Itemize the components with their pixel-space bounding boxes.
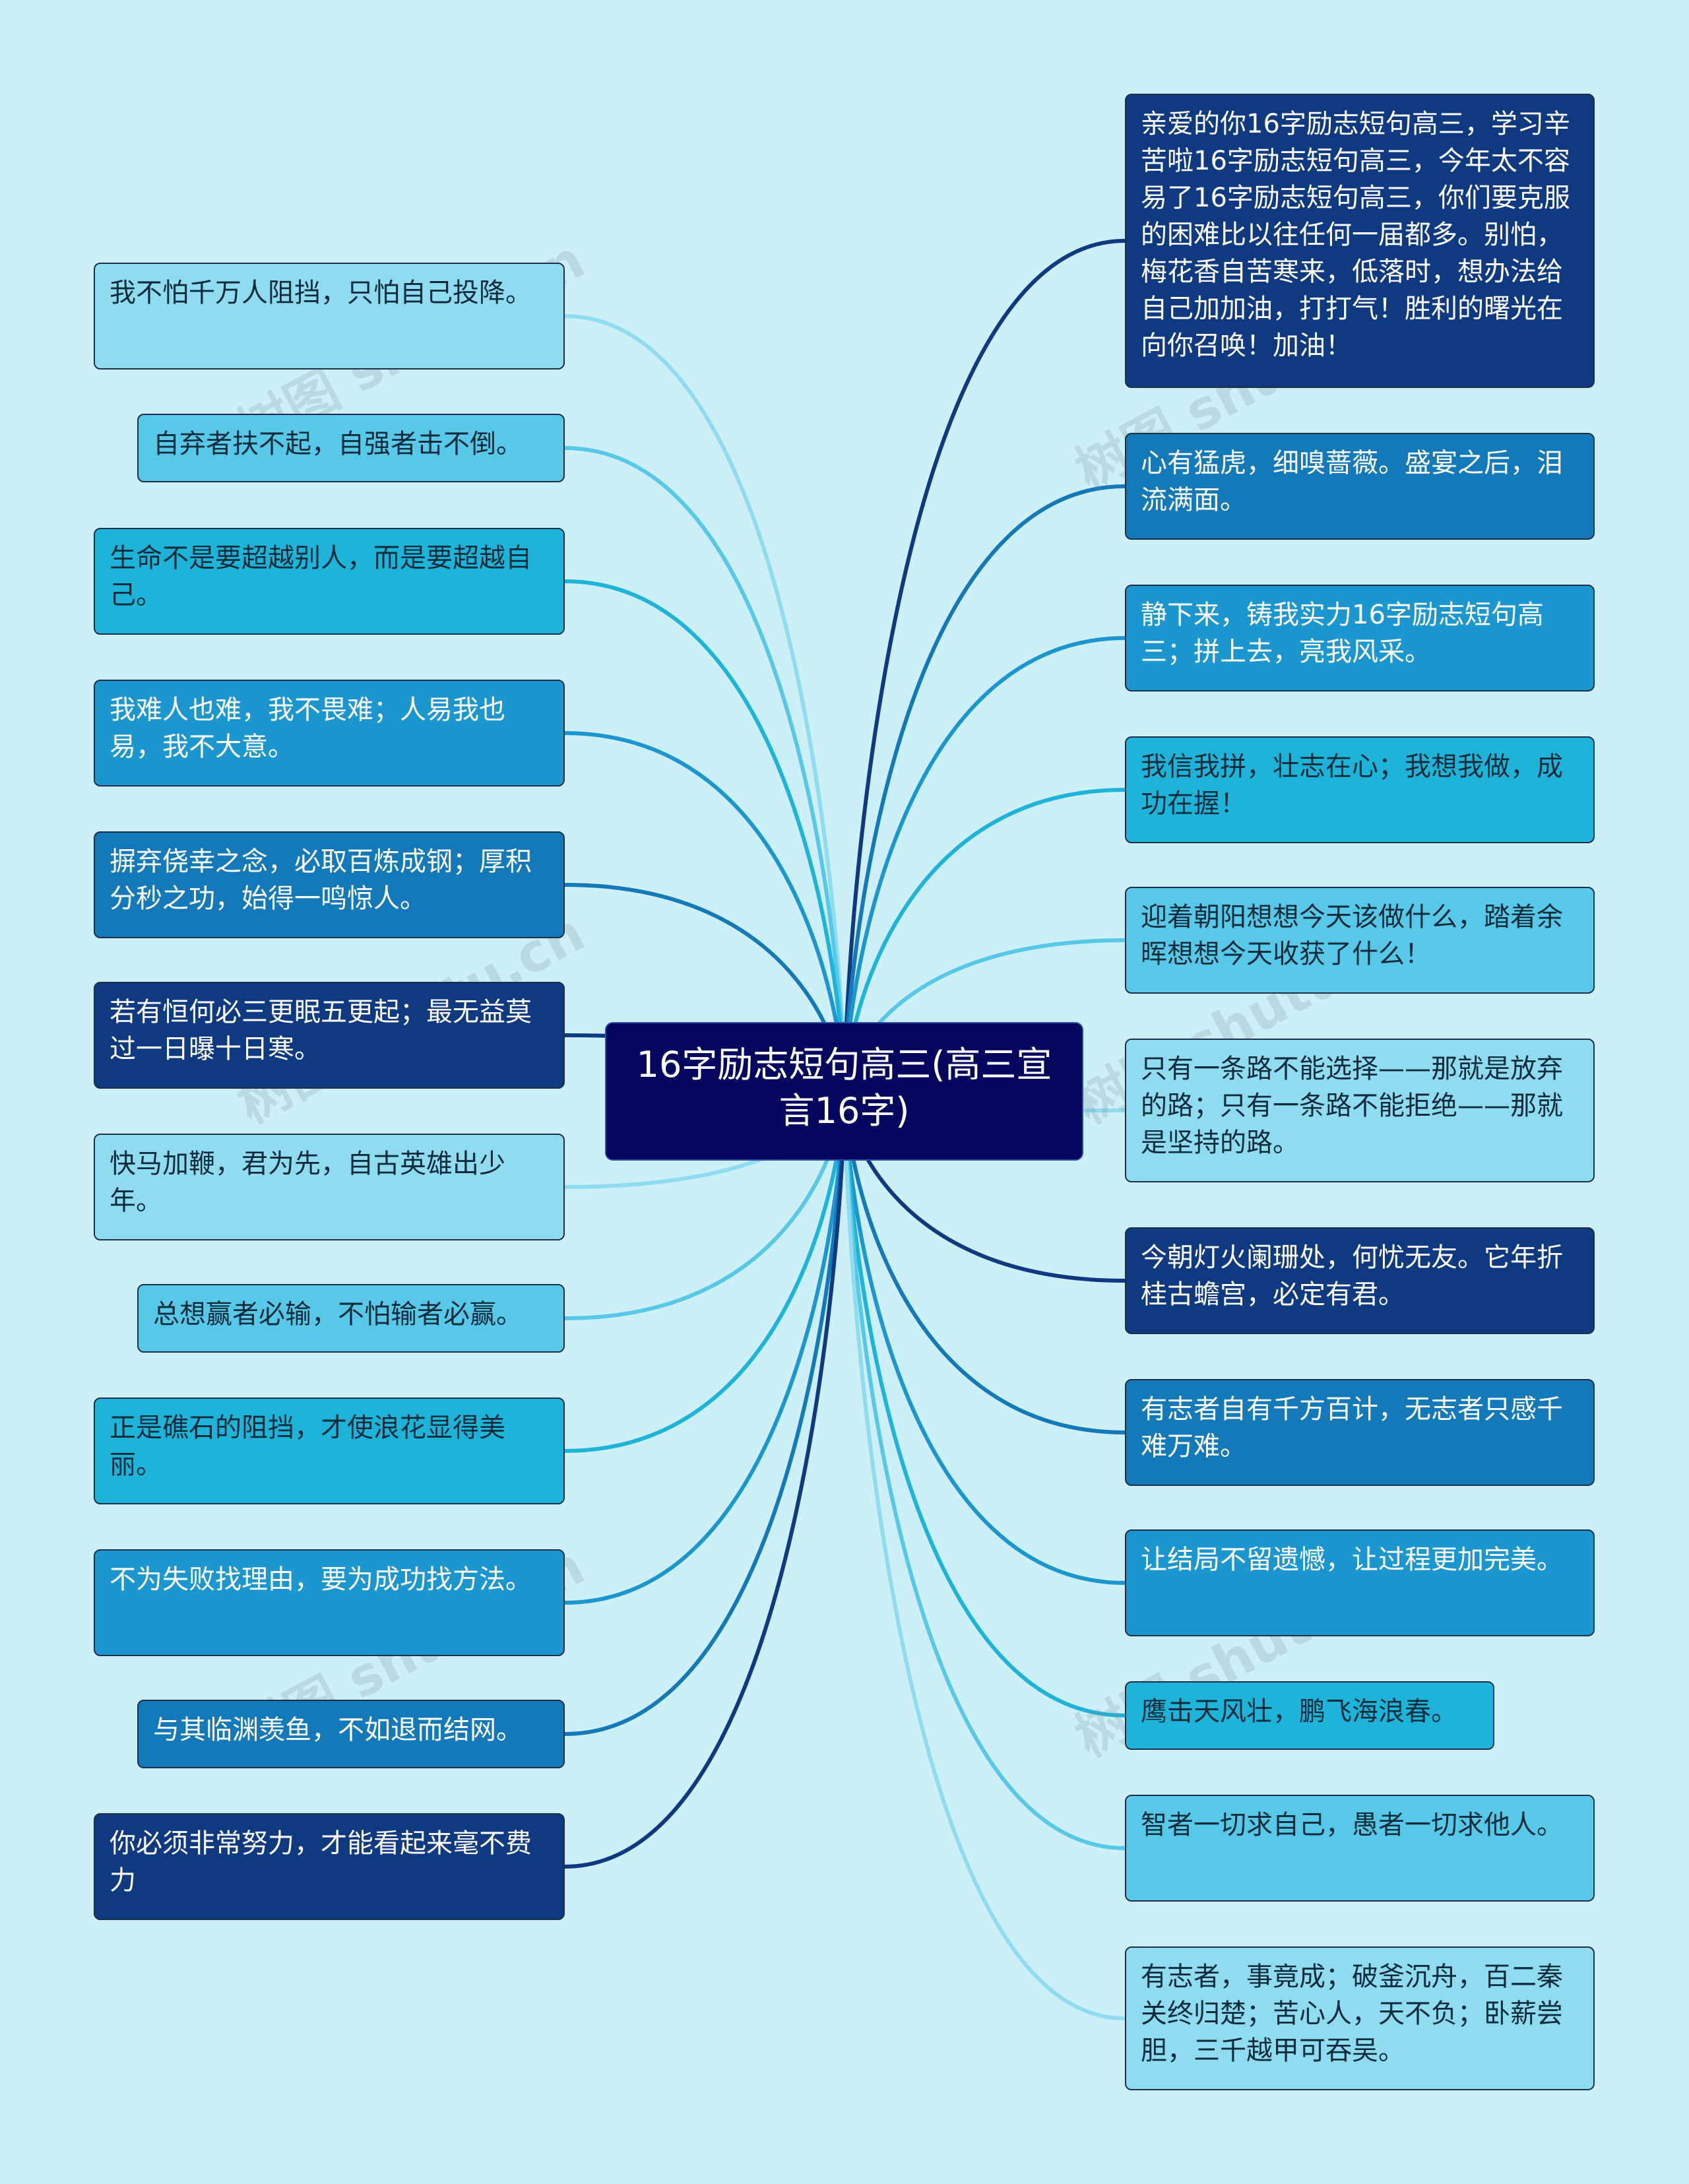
branch-node[interactable]: 你必须非常努力，才能看起来毫不费力 (94, 1813, 565, 1920)
branch-node[interactable]: 自弃者扶不起，自强者击不倒。 (137, 414, 565, 482)
branch-node[interactable]: 今朝灯火阑珊处，何忧无友。它年折桂古蟾宫，必定有君。 (1125, 1227, 1595, 1334)
branch-node[interactable]: 与其临渊羡鱼，不如退而结网。 (137, 1700, 565, 1768)
branch-node[interactable]: 有志者，事竟成；破釜沉舟，百二秦关终归楚；苦心人，天不负；卧薪尝胆，三千越甲可吞… (1125, 1946, 1595, 2090)
connector-line (563, 446, 846, 1093)
connector-line (843, 1089, 1127, 2020)
branch-node[interactable]: 有志者自有千方百计，无志者只感千难万难。 (1125, 1379, 1595, 1486)
branch-node[interactable]: 只有一条路不能选择——那就是放弃的路；只有一条路不能拒绝——那就是坚持的路。 (1125, 1039, 1595, 1182)
branch-node[interactable]: 亲爱的你16字励志短句高三，学习辛苦啦16字励志短句高三，今年太不容易了16字励… (1125, 94, 1595, 388)
connector-line (843, 484, 1127, 1093)
branch-node[interactable]: 智者一切求自己，愚者一切求他人。 (1125, 1795, 1595, 1902)
connector-line (843, 1089, 1127, 1585)
branch-node[interactable]: 我不怕千万人阻挡，只怕自己投降。 (94, 263, 565, 369)
branch-node[interactable]: 我信我拼，壮志在心；我想我做，成功在握！ (1125, 736, 1595, 843)
connector-line (563, 314, 846, 1093)
branch-node[interactable]: 静下来，铸我实力16字励志短句高三；拼上去，亮我风采。 (1125, 585, 1595, 691)
connector-line (563, 579, 846, 1093)
branch-node[interactable]: 我难人也难，我不畏难；人易我也易，我不大意。 (94, 680, 565, 787)
central-topic[interactable]: 16字励志短句高三(高三宣言16字) (605, 1022, 1083, 1161)
branch-node[interactable]: 让结局不留遗憾，让过程更加完美。 (1125, 1529, 1595, 1636)
branch-node[interactable]: 心有猛虎，细嗅蔷薇。盛宴之后，泪流满面。 (1125, 433, 1595, 540)
branch-node[interactable]: 鹰击天风壮，鹏飞海浪春。 (1125, 1681, 1494, 1750)
connector-line (843, 239, 1127, 1093)
branch-node[interactable]: 迎着朝阳想想今天该做什么，踏着余晖想想今天收获了什么！ (1125, 887, 1595, 994)
branch-node[interactable]: 总想赢者必输，不怕输者必赢。 (137, 1284, 565, 1353)
connector-line (563, 1089, 846, 1605)
branch-node[interactable]: 若有恒何必三更眠五更起；最无益莫过一日曝十日寒。 (94, 982, 565, 1089)
branch-node[interactable]: 正是礁石的阻挡，才使浪花显得美丽。 (94, 1397, 565, 1504)
connector-line (843, 1089, 1127, 1850)
connector-line (563, 1089, 846, 1869)
branch-node[interactable]: 快马加鞭，君为先，自古英雄出少年。 (94, 1134, 565, 1240)
branch-node[interactable]: 摒弃侥幸之念，必取百炼成钢；厚积分秒之功，始得一鸣惊人。 (94, 831, 565, 938)
branch-node[interactable]: 生命不是要超越别人，而是要超越自己。 (94, 528, 565, 635)
branch-node[interactable]: 不为失败找理由，要为成功找方法。 (94, 1549, 565, 1656)
